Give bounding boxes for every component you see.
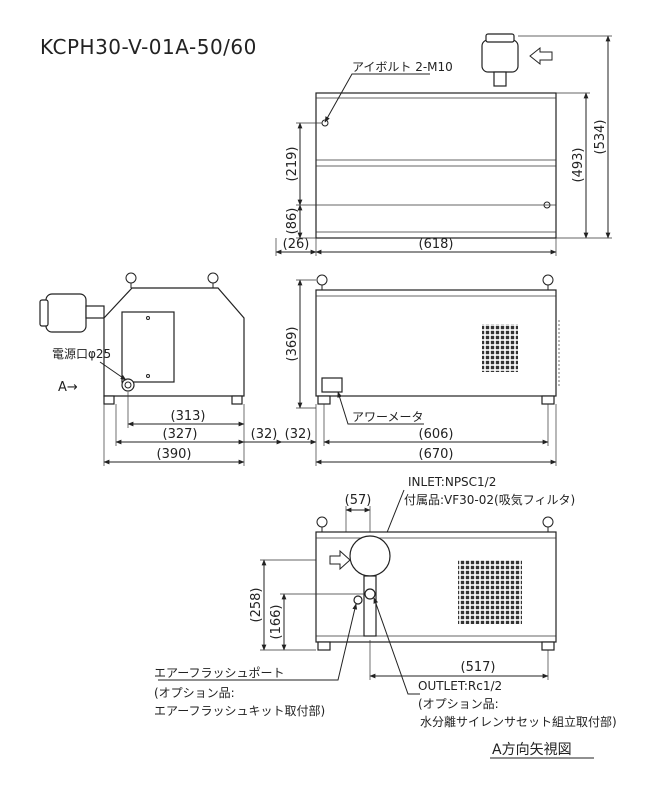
filter-neck	[493, 71, 507, 87]
inlet-arrow-icon	[529, 46, 553, 66]
inlet-label: INLET:NPSC1/2	[408, 475, 496, 489]
outlet-port-icon	[364, 588, 376, 600]
dim-32a: (32)	[251, 427, 278, 442]
top-view-body	[315, 92, 557, 239]
dim-32b: (32)	[285, 427, 312, 442]
dim-606: (606)	[419, 427, 454, 442]
dim-517: (517)	[461, 660, 496, 675]
dim-166: (166)	[269, 605, 284, 640]
eyebolt-icon	[316, 274, 328, 286]
front-view: アワーメータ (369) (606) (670)	[285, 274, 560, 466]
dim-219: (219)	[285, 147, 300, 182]
power-port-icon	[121, 378, 135, 392]
eyebolt-icon	[542, 274, 554, 286]
dim-369: (369)	[285, 327, 300, 362]
eyebolt-icon	[316, 516, 328, 528]
eyebolt-label: アイボルト 2-M10	[352, 60, 453, 74]
dim-86: (86)	[285, 208, 300, 235]
dim-26: (26)	[283, 237, 310, 252]
dim-258: (258)	[249, 588, 264, 623]
outlet-option-line2: 水分離サイレンサセット組立取付部)	[420, 714, 617, 729]
vent-grille	[482, 324, 518, 372]
dim-313: (313)	[171, 409, 206, 424]
air-flush-option-line2: エアーフラッシュキット取付部)	[154, 703, 325, 718]
dim-493: (493)	[571, 148, 586, 183]
hour-meter-icon	[321, 377, 343, 393]
dim-618: (618)	[419, 237, 454, 252]
dim-390: (390)	[157, 447, 192, 462]
dim-327: (327)	[163, 427, 198, 442]
arrow-a-label: A→	[58, 380, 78, 395]
intake-filter	[481, 39, 519, 73]
side-panel	[121, 311, 175, 383]
a-view-caption: A方向矢視図	[492, 742, 572, 758]
side-filter	[45, 293, 87, 333]
dim-57: (57)	[345, 493, 372, 508]
vent-grille	[458, 560, 522, 624]
outlet-option-line1: (オプション品:	[418, 697, 499, 711]
inlet-filter-icon	[349, 535, 391, 577]
drawing-title: KCPH30-V-01A-50/60	[40, 35, 257, 59]
air-flush-label: エアーフラッシュポート	[154, 666, 285, 680]
air-flush-port-icon	[353, 595, 363, 605]
hour-meter-label: アワーメータ	[352, 410, 424, 424]
front-view-body	[315, 289, 557, 397]
a-direction-view: (57) INLET:NPSC1/2 付属品:VF30-02(吸気フィルタ) (…	[154, 475, 617, 759]
dim-534: (534)	[593, 120, 608, 155]
air-flush-option-line1: (オプション品:	[154, 686, 235, 700]
dim-670: (670)	[419, 447, 454, 462]
power-port-label: 電源口φ25	[52, 347, 111, 361]
top-view: アイボルト 2-M10 (219) (86) (493) (534) (26) …	[275, 33, 612, 256]
filter-cap	[485, 33, 515, 43]
side-view: 電源口φ25 A→ (313) (327) (390) (32) (32)	[39, 272, 317, 466]
outlet-label: OUTLET:Rc1/2	[418, 679, 502, 693]
eyebolt-icon	[125, 272, 137, 284]
eyebolt-icon	[542, 516, 554, 528]
accessory-label: 付属品:VF30-02(吸気フィルタ)	[404, 492, 575, 507]
eyebolt-icon	[207, 272, 219, 284]
inlet-arrow-icon	[329, 549, 351, 571]
